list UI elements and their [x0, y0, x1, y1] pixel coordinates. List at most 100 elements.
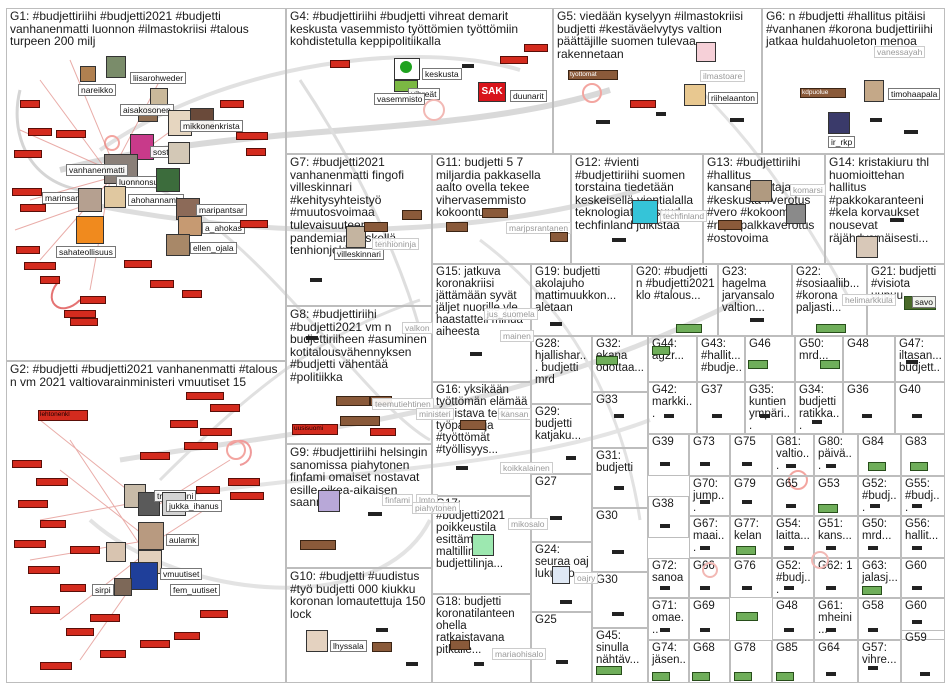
vertex-box[interactable] — [60, 584, 86, 592]
vertex-box[interactable]: uusisuomi — [292, 424, 338, 435]
vertex-box[interactable] — [20, 100, 40, 108]
group-box-g48[interactable]: G50: mrd... — [795, 336, 843, 382]
group-box-g25[interactable]: G25 — [531, 612, 592, 683]
group-box-g29[interactable]: G30 — [592, 508, 648, 572]
group-box-g20[interactable]: G20: #budjetti n #budjetti2021 klo #talo… — [632, 264, 718, 336]
vertex-dot[interactable] — [784, 546, 794, 550]
vertex-box[interactable] — [736, 546, 756, 555]
vertex-box[interactable] — [174, 632, 200, 640]
vertex-dot[interactable] — [612, 550, 624, 554]
group-box-g34[interactable]: G34: budjetti ratikka... — [795, 382, 843, 434]
avatar[interactable] — [552, 566, 570, 584]
group-box-g36[interactable]: G37 — [697, 382, 745, 434]
group-box-g65[interactable]: G62: 1 — [814, 558, 858, 598]
vertex-dot[interactable] — [868, 546, 878, 550]
group-box-g38[interactable]: G38 — [648, 496, 689, 538]
vertex-box[interactable] — [40, 276, 60, 284]
group-box-g35[interactable]: G35: kuntien ympäri... — [745, 382, 795, 434]
vertex-box[interactable] — [14, 150, 42, 158]
group-box-g44[interactable]: G45: sinulla nähtäv... — [592, 628, 648, 683]
group-box-g27[interactable]: G28: hjallishar... budjetti mrd — [531, 336, 592, 404]
group-box-g4[interactable]: G4: #budjettiriihi #budjetti vihreat dem… — [286, 8, 553, 154]
group-box-g51[interactable]: G50: mrd... — [858, 516, 901, 558]
avatar[interactable] — [80, 66, 96, 82]
vertex-dot[interactable] — [700, 462, 710, 466]
vertex-box[interactable] — [70, 318, 98, 326]
vertex-dot[interactable] — [906, 360, 918, 364]
vertex-dot[interactable] — [660, 462, 670, 466]
group-box-g52[interactable]: G51: kans... — [814, 516, 858, 558]
vertex-box[interactable] — [736, 612, 758, 621]
vertex-box[interactable] — [862, 586, 882, 595]
vertex-dot[interactable] — [742, 500, 752, 504]
group-box-g14[interactable]: G14: kristakiuru thl huomioittehan halli… — [825, 154, 945, 264]
group-box-g7[interactable]: G7: #budjetti2021 vanhanenmatti fingofi … — [286, 154, 432, 306]
vertex-dot[interactable] — [614, 414, 624, 418]
group-box-g2[interactable]: G2: #budjetti #budjetti2021 vanhanenmatt… — [6, 361, 286, 683]
group-box-g60[interactable]: G58 — [858, 598, 901, 640]
vertex-box[interactable] — [450, 640, 470, 650]
vertex-box[interactable] — [40, 662, 72, 670]
vertex-dot[interactable] — [310, 278, 322, 282]
vertex-box[interactable] — [182, 290, 202, 298]
vertex-dot[interactable] — [664, 414, 674, 418]
vertex-box[interactable] — [482, 208, 508, 218]
vertex-box[interactable] — [150, 280, 174, 288]
vertex-dot[interactable] — [784, 628, 794, 632]
avatar[interactable] — [696, 42, 716, 62]
avatar[interactable] — [828, 112, 850, 134]
vertex-box[interactable] — [246, 148, 266, 156]
avatar[interactable] — [856, 236, 878, 258]
vertex-dot[interactable] — [912, 414, 922, 418]
avatar[interactable] — [156, 168, 180, 192]
vertex-dot[interactable] — [712, 414, 722, 418]
vertex-box[interactable] — [100, 650, 126, 658]
group-box-g1[interactable]: G1: #budjettiriihi #budjetti2021 #budjet… — [6, 8, 286, 361]
group-box-g70[interactable]: G67: maai... — [689, 516, 730, 558]
avatar[interactable] — [472, 534, 494, 556]
group-box-g72[interactable]: G69 — [689, 598, 730, 640]
group-box-g61[interactable]: G59 — [901, 630, 945, 683]
vertex-dot[interactable] — [730, 118, 744, 122]
vertex-dot[interactable] — [566, 456, 576, 460]
vertex-dot[interactable] — [700, 546, 710, 550]
vertex-box[interactable] — [12, 188, 42, 196]
vertex-dot[interactable] — [700, 500, 710, 504]
vertex-dot[interactable] — [912, 620, 922, 624]
group-box-g47[interactable]: G48 — [843, 336, 895, 382]
vertex-dot[interactable] — [912, 546, 922, 550]
vertex-box[interactable] — [718, 220, 742, 230]
vertex-box[interactable] — [734, 672, 752, 681]
vertex-dot[interactable] — [826, 628, 836, 632]
vertex-box[interactable] — [402, 210, 422, 220]
group-box-g41[interactable]: G42: markki... — [648, 382, 697, 434]
group-box-g76[interactable]: G73 — [689, 434, 730, 476]
vertex-box[interactable] — [28, 566, 60, 574]
vertex-box[interactable] — [230, 492, 264, 500]
vertex-box[interactable] — [240, 220, 268, 228]
vertex-dot[interactable] — [614, 486, 624, 490]
vertex-dot[interactable] — [826, 546, 836, 550]
vertex-dot[interactable] — [912, 504, 922, 508]
vertex-dot[interactable] — [470, 352, 482, 356]
group-box-g64[interactable]: G61: mheini... — [814, 598, 858, 640]
vertex-box[interactable] — [372, 642, 392, 652]
vertex-dot[interactable] — [826, 464, 836, 468]
group-box-g39[interactable]: G39 — [648, 434, 689, 476]
group-box-g23[interactable]: G23: hagelma jarvansalo valtion... — [718, 264, 792, 336]
vertex-box[interactable] — [40, 520, 66, 528]
avatar[interactable] — [346, 226, 366, 248]
vertex-box[interactable] — [140, 640, 170, 648]
vertex-dot[interactable] — [812, 420, 822, 424]
vertex-dot[interactable] — [660, 524, 670, 528]
vertex-box[interactable] — [776, 672, 794, 681]
avatar[interactable] — [864, 80, 884, 102]
group-box-g59[interactable]: G57: vihre... — [858, 640, 901, 683]
vertex-box[interactable]: lehtonenkl — [38, 410, 88, 421]
vertex-box[interactable] — [652, 672, 670, 681]
vertex-box[interactable] — [124, 260, 152, 268]
group-box-g6[interactable]: G6: n #budjetti #hallitus pitäisi #vanha… — [762, 8, 945, 154]
vertex-dot[interactable] — [912, 586, 922, 590]
avatar[interactable] — [78, 188, 102, 212]
avatar[interactable] — [786, 204, 806, 224]
